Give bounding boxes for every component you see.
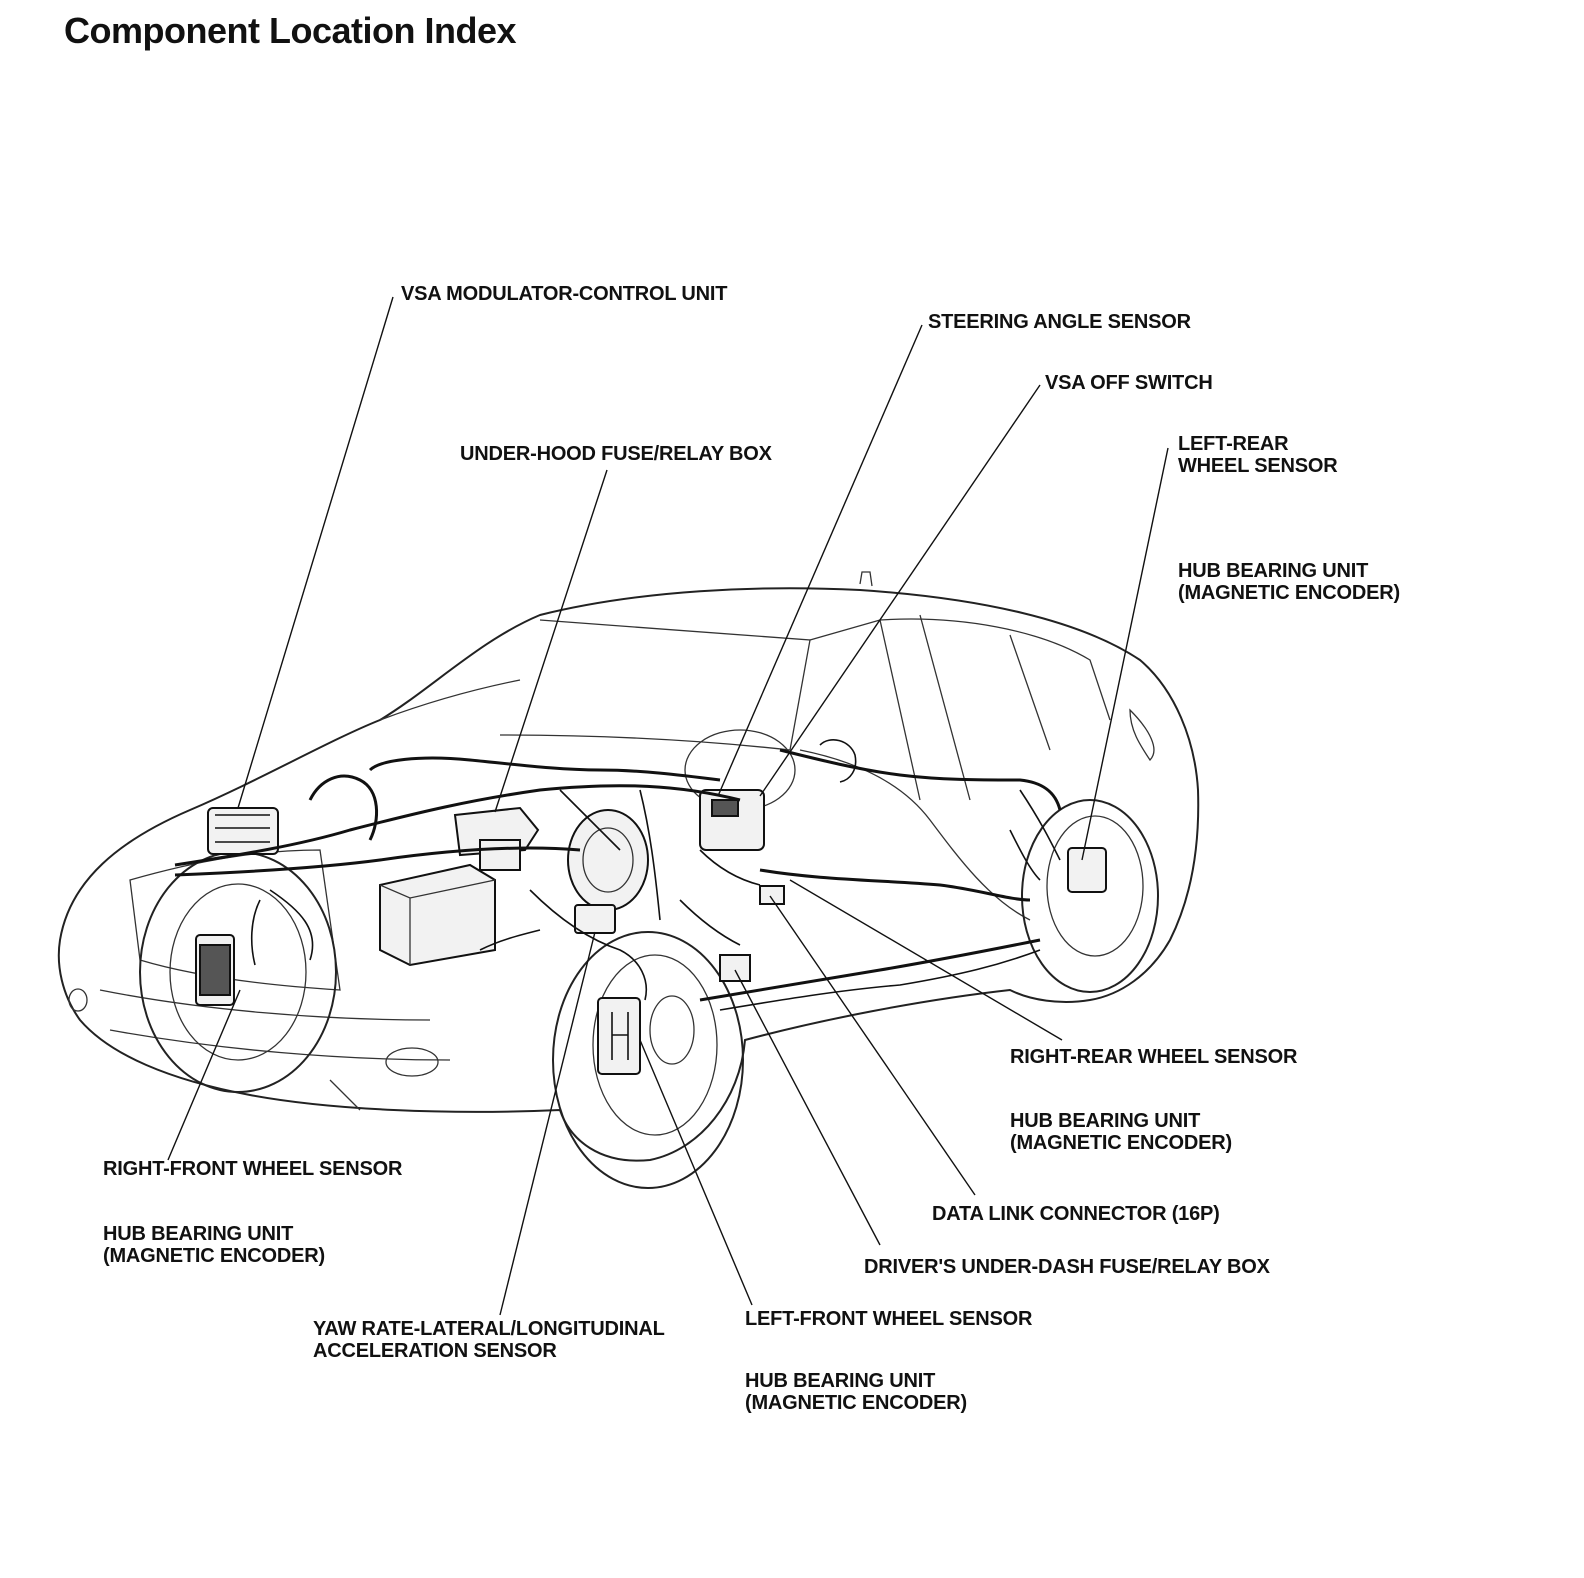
car-body bbox=[57, 571, 1200, 1162]
right-front-wheel bbox=[139, 851, 337, 1093]
callout-left-front-wheel-sensor: LEFT-FRONT WHEEL SENSOR bbox=[745, 1308, 1033, 1330]
leader-lines bbox=[167, 296, 1169, 1316]
callout-vsa-modulator-control-unit: VSA MODULATOR-CONTROL UNIT bbox=[401, 283, 728, 305]
callout-yaw-rate-sensor: YAW RATE-LATERAL/LONGITUDINAL ACCELERATI… bbox=[313, 1318, 665, 1362]
callout-under-hood-fuse-relay-box: UNDER-HOOD FUSE/RELAY BOX bbox=[460, 443, 772, 465]
page-title: Component Location Index bbox=[64, 10, 517, 51]
steering-column bbox=[684, 729, 796, 851]
callout-hub-bearing-right-rear: HUB BEARING UNIT (MAGNETIC ENCODER) bbox=[1010, 1110, 1232, 1154]
left-front-wheel bbox=[552, 931, 744, 1189]
vsa-modulator-unit bbox=[207, 807, 279, 855]
rear-wheel bbox=[1021, 799, 1159, 993]
data-link-connector bbox=[759, 885, 785, 905]
yaw-rate-sensor bbox=[574, 904, 616, 934]
callout-data-link-connector: DATA LINK CONNECTOR (16P) bbox=[932, 1203, 1220, 1225]
battery bbox=[379, 863, 496, 967]
callout-vsa-off-switch: VSA OFF SWITCH bbox=[1045, 372, 1213, 394]
callout-right-rear-wheel-sensor: RIGHT-REAR WHEEL SENSOR bbox=[1010, 1046, 1298, 1068]
wiring-harness bbox=[174, 739, 1062, 1011]
under-hood-fuse-box bbox=[453, 806, 540, 871]
callout-left-rear-wheel-sensor: LEFT-REAR WHEEL SENSOR bbox=[1178, 433, 1338, 477]
callout-hub-bearing-right-front: HUB BEARING UNIT (MAGNETIC ENCODER) bbox=[103, 1223, 325, 1267]
callout-hub-bearing-left-front: HUB BEARING UNIT (MAGNETIC ENCODER) bbox=[745, 1370, 967, 1414]
callout-drivers-under-dash-fuse-relay-box: DRIVER'S UNDER-DASH FUSE/RELAY BOX bbox=[864, 1256, 1270, 1278]
callout-hub-bearing-left-rear: HUB BEARING UNIT (MAGNETIC ENCODER) bbox=[1178, 560, 1400, 604]
callout-right-front-wheel-sensor: RIGHT-FRONT WHEEL SENSOR bbox=[103, 1158, 403, 1180]
brake-booster bbox=[567, 809, 649, 911]
callout-steering-angle-sensor: STEERING ANGLE SENSOR bbox=[928, 311, 1191, 333]
driver-fuse-box bbox=[719, 954, 751, 982]
